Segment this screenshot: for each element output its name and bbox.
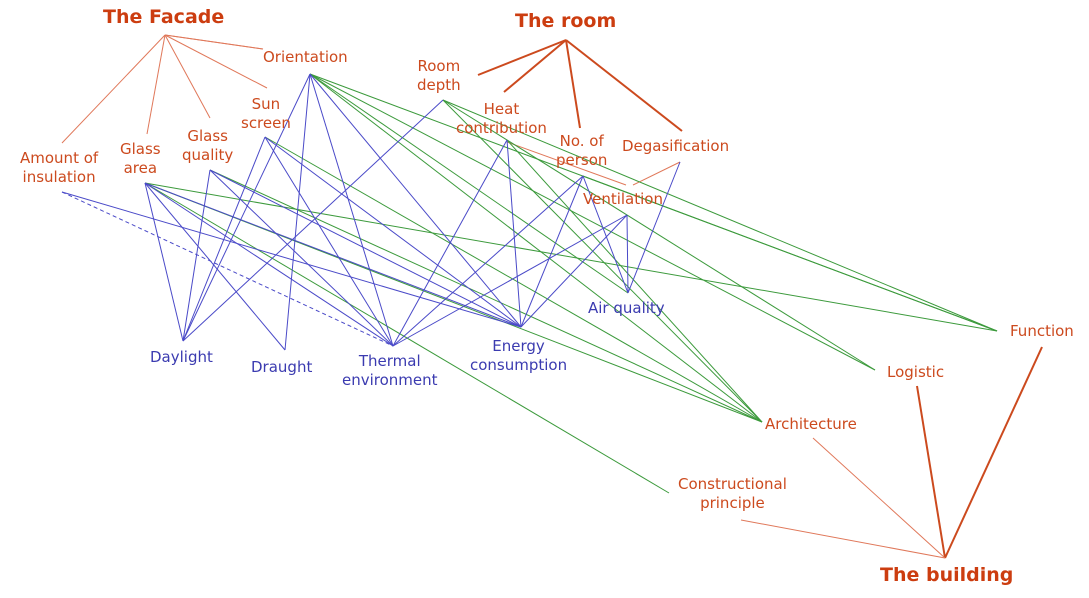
edge-heat-arch: [506, 139, 763, 423]
edge-sun-energy: [264, 136, 522, 328]
node-architecture: Architecture: [765, 415, 857, 433]
edge-sun-day: [182, 136, 266, 342]
node-degasification: Degasification: [622, 137, 730, 155]
edge-facade-orientation-2: [164, 34, 264, 50]
node-function: Function: [1010, 322, 1074, 340]
edge-ga-energy: [144, 182, 522, 328]
edge-orient-day: [182, 73, 311, 342]
edge-building-architecture: [812, 437, 946, 559]
edge-orient-arch: [309, 73, 763, 423]
node-air-quality: Air quality: [588, 299, 665, 317]
edge-person-func: [582, 175, 998, 332]
edge-depth-logi: [442, 99, 876, 371]
edge-orient-air: [309, 73, 629, 294]
edge-sun-arch: [264, 136, 763, 423]
node-daylight: Daylight: [150, 348, 213, 366]
edge-ga-func: [144, 182, 998, 332]
edge-gq-thermal: [209, 169, 394, 347]
edge-facade-glass-area: [146, 34, 166, 135]
edge-room-degasification: [565, 39, 683, 132]
edge-room-heat-contribution: [503, 39, 567, 93]
edge-heat-thermal: [392, 139, 508, 347]
edge-person-thermal: [392, 175, 584, 347]
edge-vent-air: [626, 214, 629, 294]
edge-building-logistic: [916, 385, 946, 559]
edge-orient-energy: [309, 73, 522, 328]
edge-vent-thermal: [392, 214, 628, 347]
group-building: The building: [880, 564, 1014, 586]
edge-facade-sun-screen: [164, 34, 268, 89]
edge-depth-func: [442, 99, 998, 332]
edge-facade-glass-quality: [164, 34, 211, 119]
node-ventilation: Ventilation: [583, 190, 663, 208]
edge-insul-energy: [61, 191, 522, 328]
edge-ga-thermal: [144, 182, 394, 347]
group-room: The room: [515, 10, 617, 32]
edge-building-function: [944, 346, 1043, 559]
edge-facade-insulation: [61, 34, 166, 144]
edge-ga-day: [144, 182, 184, 342]
edge-person-energy: [520, 175, 584, 328]
edge-sun-thermal: [264, 136, 394, 347]
edge-building-constructional-principle: [740, 519, 946, 559]
edge-gq-energy: [209, 169, 522, 328]
edge-gq-arch: [209, 169, 763, 423]
edge-room-room-depth: [477, 39, 567, 76]
edge-person-air: [582, 175, 629, 294]
edge-degas-ventilation: [632, 161, 681, 186]
node-logistic: Logistic: [887, 363, 945, 381]
node-draught: Draught: [251, 358, 313, 376]
edge-heat-ventilation: [506, 141, 627, 186]
edge-gq-day: [182, 169, 211, 342]
edge-orient-thermal: [309, 73, 394, 347]
edge-degas-air: [627, 161, 681, 294]
edge-vent-energy: [520, 214, 628, 328]
edge-depth-arch: [442, 99, 763, 423]
node-orientation: Orientation: [263, 48, 348, 66]
edge-heat-energy: [506, 139, 522, 328]
edge-ga-draught: [144, 182, 286, 351]
edge-depth-day: [182, 99, 444, 342]
edge-room-no-of-person: [565, 39, 581, 129]
edge-insul-thermal-dashed: [61, 191, 394, 347]
edge-orient-logi: [309, 73, 876, 371]
group-facade: The Facade: [103, 6, 225, 28]
edge-orient-draught: [284, 73, 311, 351]
